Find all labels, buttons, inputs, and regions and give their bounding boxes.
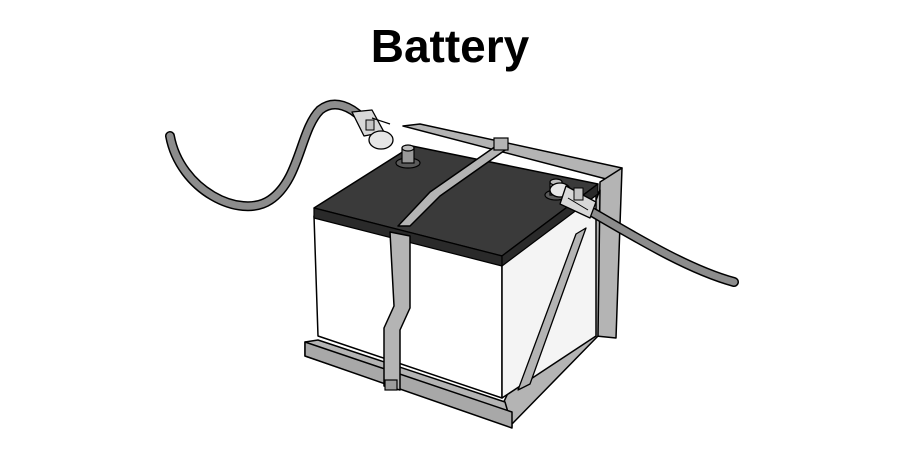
positive-clamp	[549, 182, 597, 219]
tray-base-rail-front	[304, 341, 513, 429]
strap-bottom-bolt	[384, 379, 398, 391]
strap-back-tab	[493, 137, 509, 151]
negative-cable	[166, 101, 366, 210]
negative-terminal-icon	[395, 144, 421, 169]
negative-cable-outline	[165, 99, 367, 212]
page-title: Battery	[370, 20, 530, 72]
negative-post-top	[401, 144, 415, 152]
strap-front	[383, 231, 411, 391]
battery-tray-icon	[304, 123, 623, 429]
hold-down-strap-icon	[383, 137, 509, 391]
tray-diagonal-brace	[517, 227, 587, 391]
cable-icon	[165, 99, 739, 287]
negative-clamp	[351, 109, 394, 150]
positive-cable	[588, 208, 738, 286]
